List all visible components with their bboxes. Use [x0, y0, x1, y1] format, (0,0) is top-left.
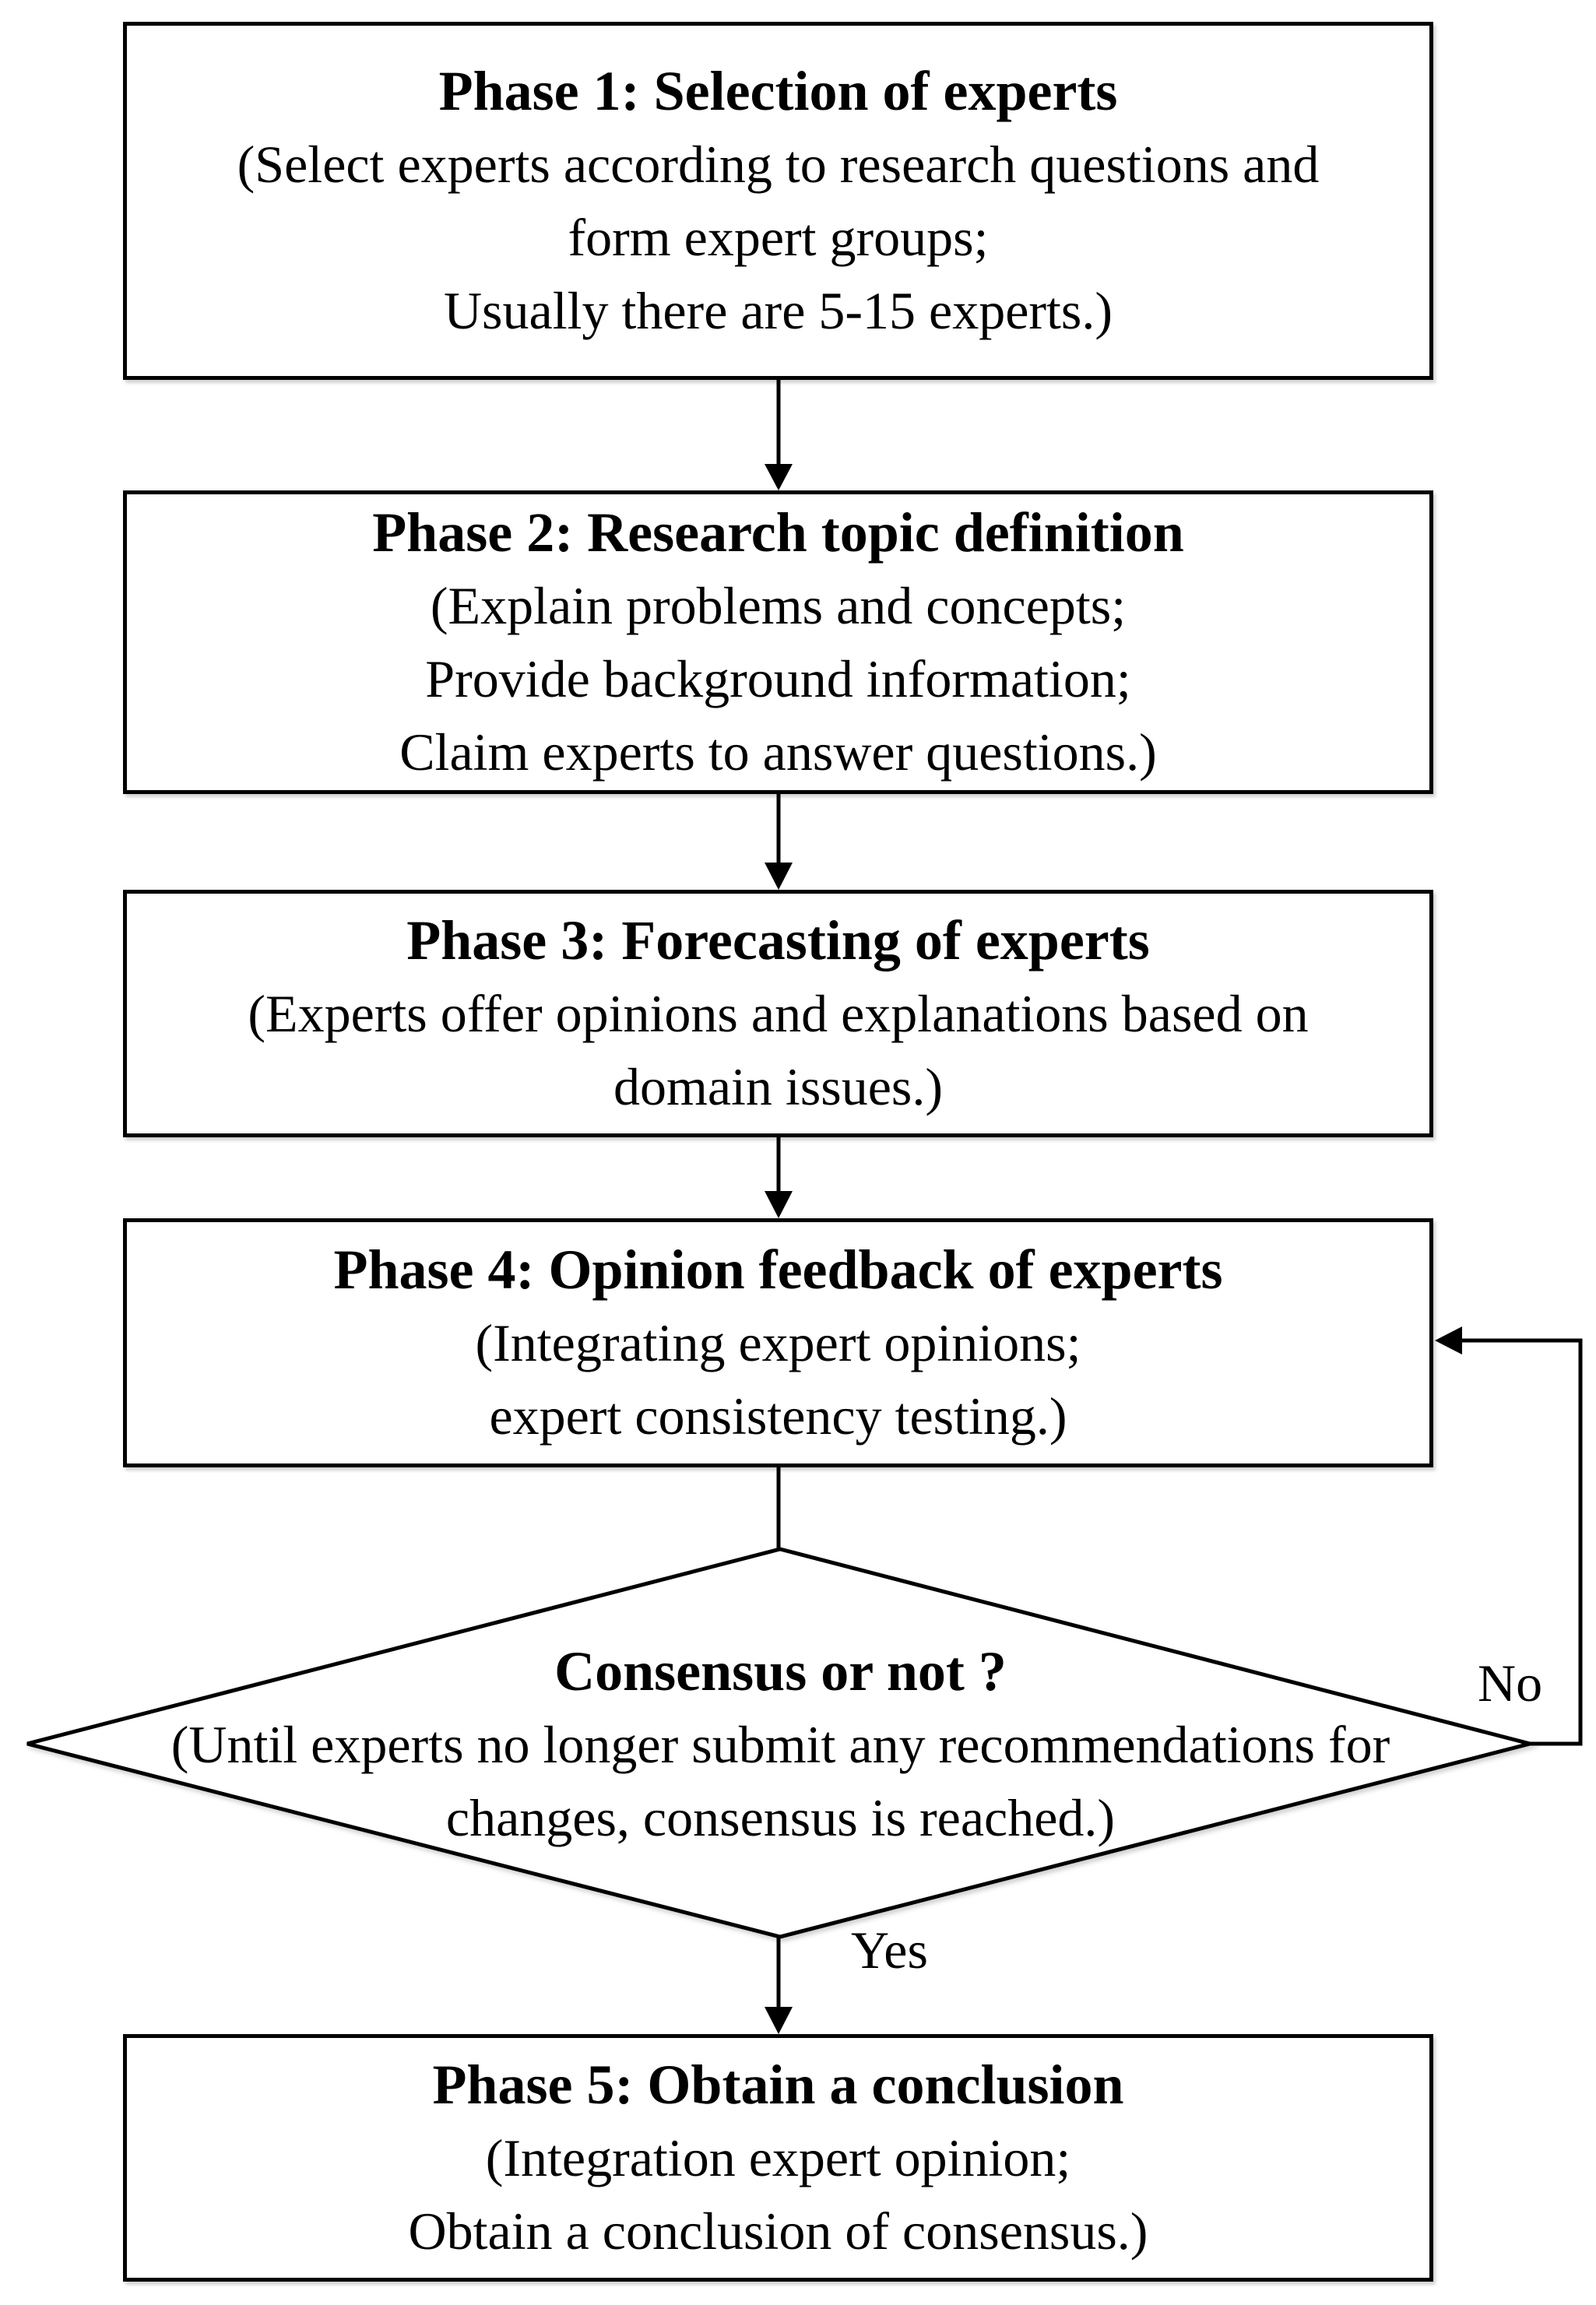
phase-2-title: Phase 2: Research topic definition	[372, 501, 1184, 564]
phase-2-line-1: (Explain problems and concepts;	[430, 576, 1127, 635]
phase-3-box: Phase 3: Forecasting of experts (Experts…	[123, 890, 1433, 1137]
phase-4-box: Phase 4: Opinion feedback of experts (In…	[123, 1218, 1433, 1467]
phase-1-box: Phase 1: Selection of experts (Select ex…	[123, 22, 1433, 380]
phase-1-line-3: Usually there are 5-15 experts.)	[443, 281, 1113, 340]
phase-1-title: Phase 1: Selection of experts	[438, 60, 1118, 122]
phase-4-title: Phase 4: Opinion feedback of experts	[333, 1239, 1223, 1301]
arrow-phase1-to-phase2	[765, 380, 793, 490]
phase-2-line-3: Claim experts to answer questions.)	[399, 722, 1157, 782]
no-edge-label: No	[1478, 1653, 1543, 1713]
arrow-phase2-to-phase3	[765, 794, 793, 890]
arrow-phase3-to-phase4	[765, 1137, 793, 1218]
phase-3-line-1: (Experts offer opinions and explanations…	[248, 984, 1309, 1043]
decision-line-1: (Until experts no longer submit any reco…	[170, 1715, 1390, 1774]
yes-edge-label: Yes	[851, 1920, 928, 1980]
decision-title: Consensus or not ?	[554, 1640, 1007, 1702]
arrow-no-feedback-loop	[1435, 1326, 1583, 1746]
phase-1-line-2: form expert groups;	[568, 208, 989, 267]
phase-1-line-1: (Select experts according to research qu…	[237, 135, 1320, 194]
phase-5-line-1: (Integration expert opinion;	[485, 2128, 1071, 2187]
phase-2-line-2: Provide background information;	[425, 649, 1131, 708]
phase-5-title: Phase 5: Obtain a conclusion	[432, 2054, 1124, 2116]
phase-4-line-2: expert consistency testing.)	[489, 1386, 1067, 1446]
phase-3-line-2: domain issues.)	[613, 1057, 944, 1116]
phase-3-title: Phase 3: Forecasting of experts	[406, 909, 1150, 972]
phase-4-line-1: (Integrating expert opinions;	[475, 1313, 1081, 1372]
phase-5-line-2: Obtain a conclusion of consensus.)	[408, 2201, 1148, 2261]
phase-2-box: Phase 2: Research topic definition (Expl…	[123, 490, 1433, 794]
decision-line-2: changes, consensus is reached.)	[445, 1788, 1116, 1847]
decision-text: Consensus or not ? (Until experts no lon…	[47, 1635, 1514, 1854]
phase-5-box: Phase 5: Obtain a conclusion (Integratio…	[123, 2034, 1433, 2282]
arrow-decision-to-phase5	[765, 1937, 793, 2034]
